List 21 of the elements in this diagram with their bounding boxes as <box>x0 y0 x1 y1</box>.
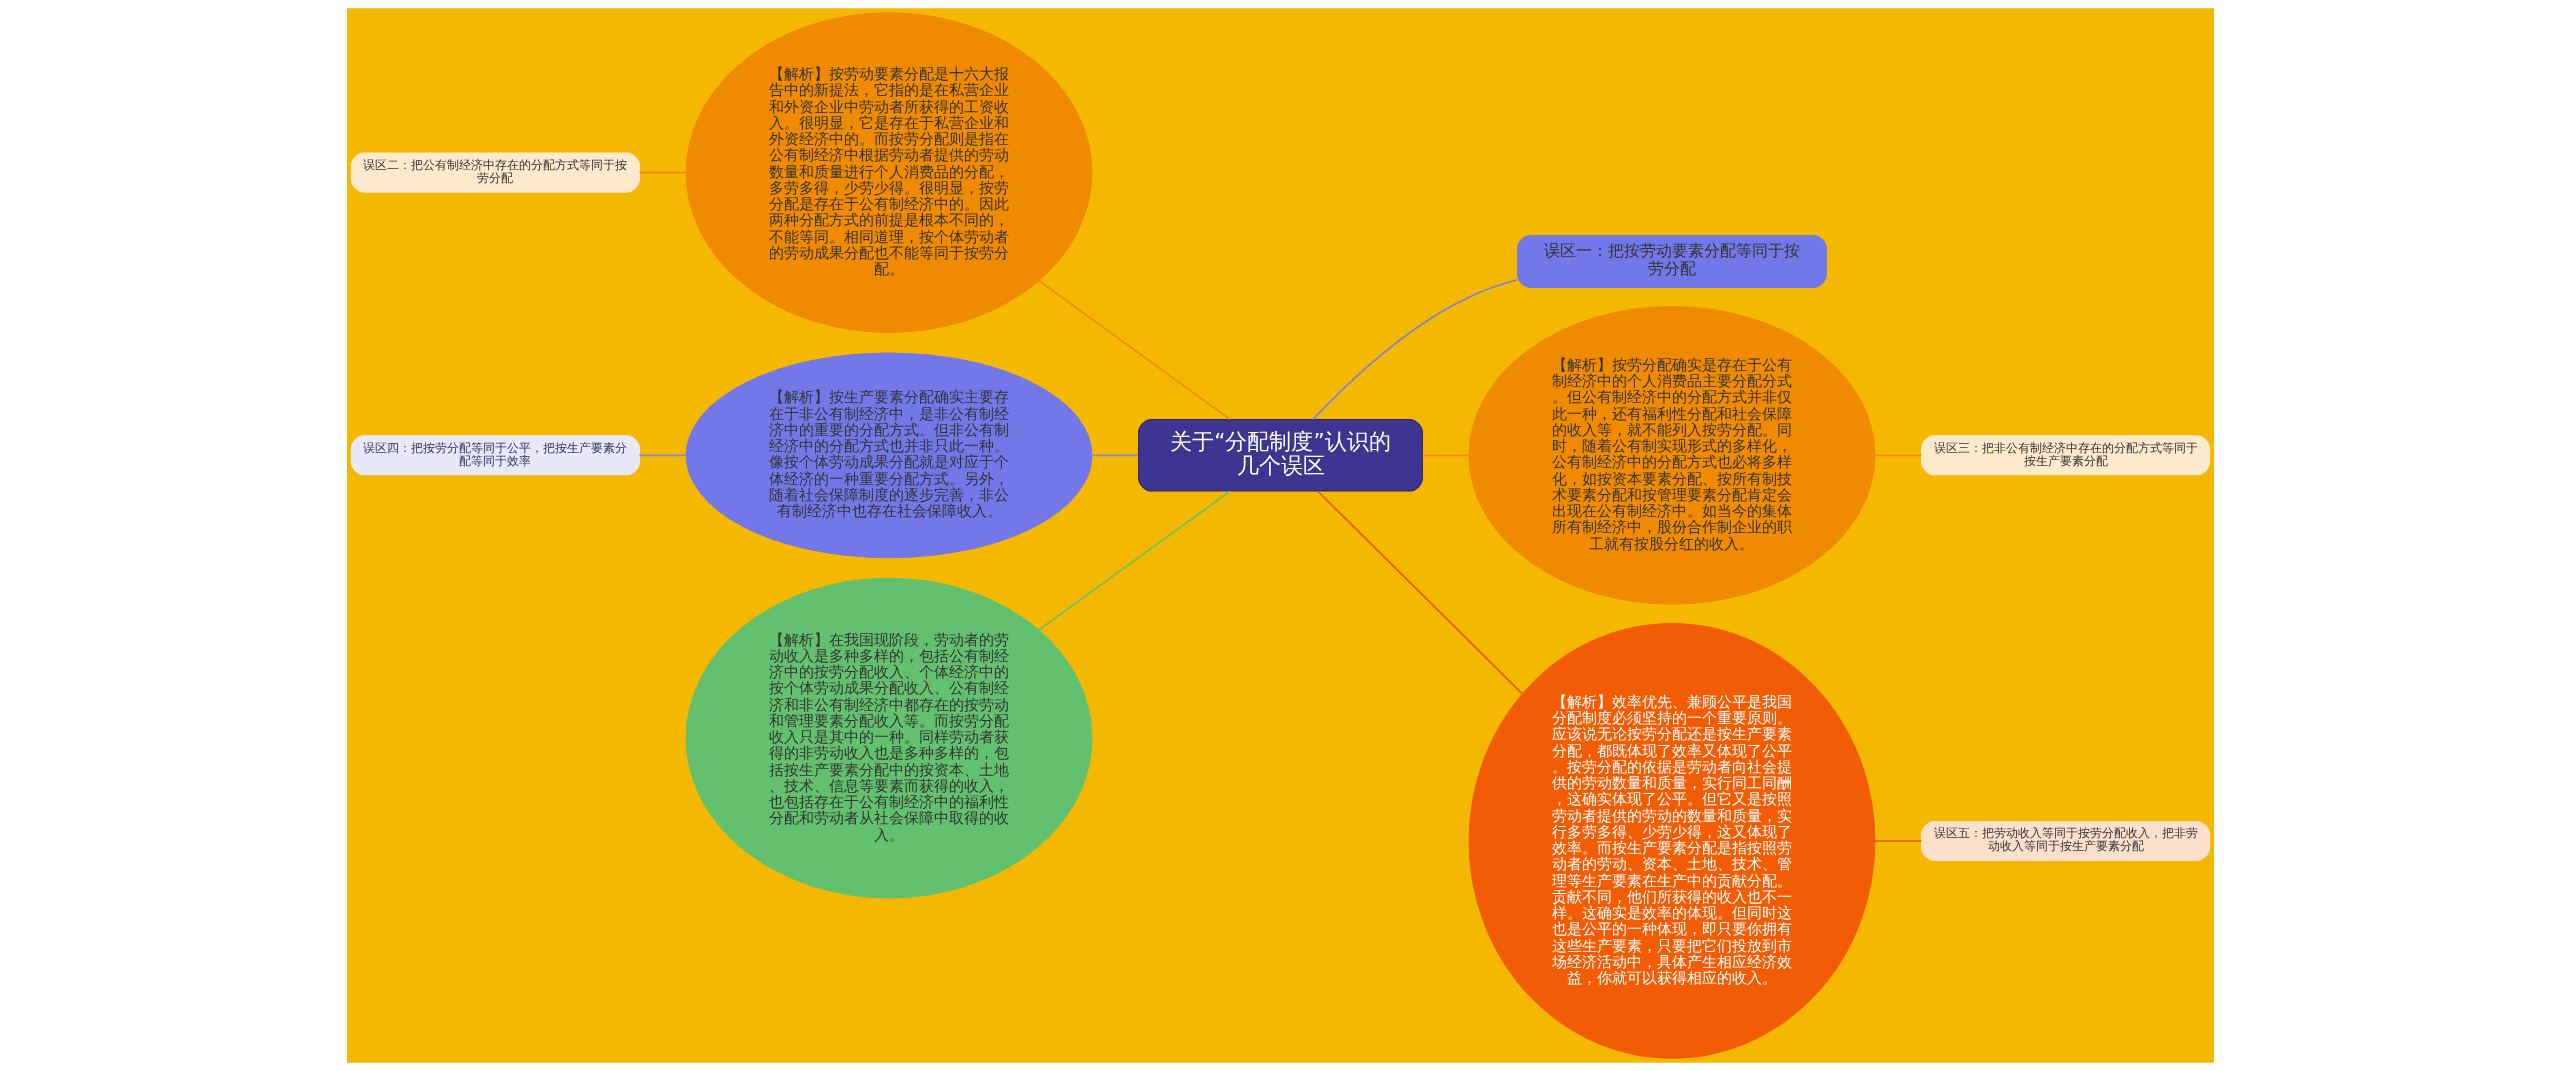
connector <box>1873 454 1922 457</box>
connector <box>1037 279 1231 421</box>
connector <box>638 171 687 174</box>
connector <box>638 454 687 457</box>
node-box: 关于“分配制度”认识的几个误区 <box>1137 419 1423 492</box>
node-box: 误区三：把非公有制经济中存在的分配方式等同于按生产要素分配 <box>1920 435 2210 476</box>
connector <box>1090 454 1139 457</box>
node-ellipse: 【解析】按劳分配确实是存在于公有制经济中的个人消费品主要分配分式。但公有制经济中的分配方式并非仅此一种，还有福利性分配和社会保障的收入等，就不能列入按劳分配。同时，随着公有制实现形式的多样化，公有制经济中的分配方式也必将多样化，如按资本要素分配、按所有制技术要素分配和按管理要素分配肯定会出现在公有制经济中。如当今的集体所有制经济中，股份合作制企业的职工就有按股分红的收入。 <box>1468 305 1875 605</box>
connector <box>1873 840 1922 842</box>
node-ellipse: 【解析】按生产要素分配确实主要存在于非公有制经济中，是非公有制经济中的重要的分配方式。但非公有制经济中的分配方式也并非只此一种。像按个体劳动成果分配就是对应于个体经济的一种重要分配方式。另外，随着社会保障制度的逐步完善，非公有制经济中也存在社会保障收入。 <box>685 352 1092 559</box>
node-ellipse: 【解析】在我国现阶段，劳动者的劳动收入是多种多样的，包括公有制经济中的按劳分配收入、个体经济中的按个体劳动成果分配收入、公有制经济和非公有制经济中都存在的按劳动和管理要素分配收入等。而按劳分配收入只是其中的一种。同样劳动者获得的非劳动收入也是多种多样的，包括按生产要素分配中的按资本、土地、技术、信息等要素而获得的收入，也包括存在于公有制经济中的福利性分配和劳动者从社会保障中取得的收入。 <box>685 577 1092 899</box>
connector <box>1316 490 1523 695</box>
connector <box>1421 454 1469 457</box>
node-box: 误区一：把按劳动要素分配等同于按劳分配 <box>1516 234 1827 288</box>
node-circle: 【解析】效率优先、兼顾公平是我国分配制度必须坚持的一个重要原则。应该说无论按劳分配还是按生产要素分配，都既体现了效率又体现了公平。按劳分配的依据是劳动者向社会提供的劳动数量和质量，实行同工同酬，这确实体现了公平。但它又是按照劳动者提供的劳动的数量和质量，实行多劳多得、少劳少得，这又体现了效率。而按生产要素分配是指按照劳动者的劳动、资本、土地、技术、管理等生产要素在生产中的贡献分配。贡献不同，他们所获得的收入也不一样。这确实是效率的体现。但同时这也是公平的一种体现，即只要你拥有这些生产要素，只要把它们投放到市场经济活动中，具体产生相应经济效益，你就可以获得相应的收入。 <box>1468 623 1875 1059</box>
node-box: 误区四：把按劳分配等同于公平，把按生产要素分配等同于效率 <box>350 435 640 476</box>
connector <box>1311 279 1518 421</box>
node-ellipse: 【解析】按劳动要素分配是十六大报告中的新提法，它指的是在私营企业和外资企业中劳动者所获得的工资收入。很明显，它是存在于私营企业和外资经济中的。而按劳分配则是指在公有制经济中根据劳动者提供的劳动数量和质量进行个人消费品的分配，多劳多得，少劳少得。很明显，按劳分配是存在于公有制经济中的。因此两种分配方式的前提是根本不同的，不能等同。相同道理，按个体劳动者的劳动成果分配也不能等同于按劳分配。 <box>685 12 1092 333</box>
node-box: 误区二：把公有制经济中存在的分配方式等同于按劳分配 <box>350 152 640 193</box>
connector <box>1037 490 1231 631</box>
node-box: 误区五：把劳动收入等同于按劳分配收入，把非劳动收入等同于按生产要素分配 <box>1920 820 2210 861</box>
